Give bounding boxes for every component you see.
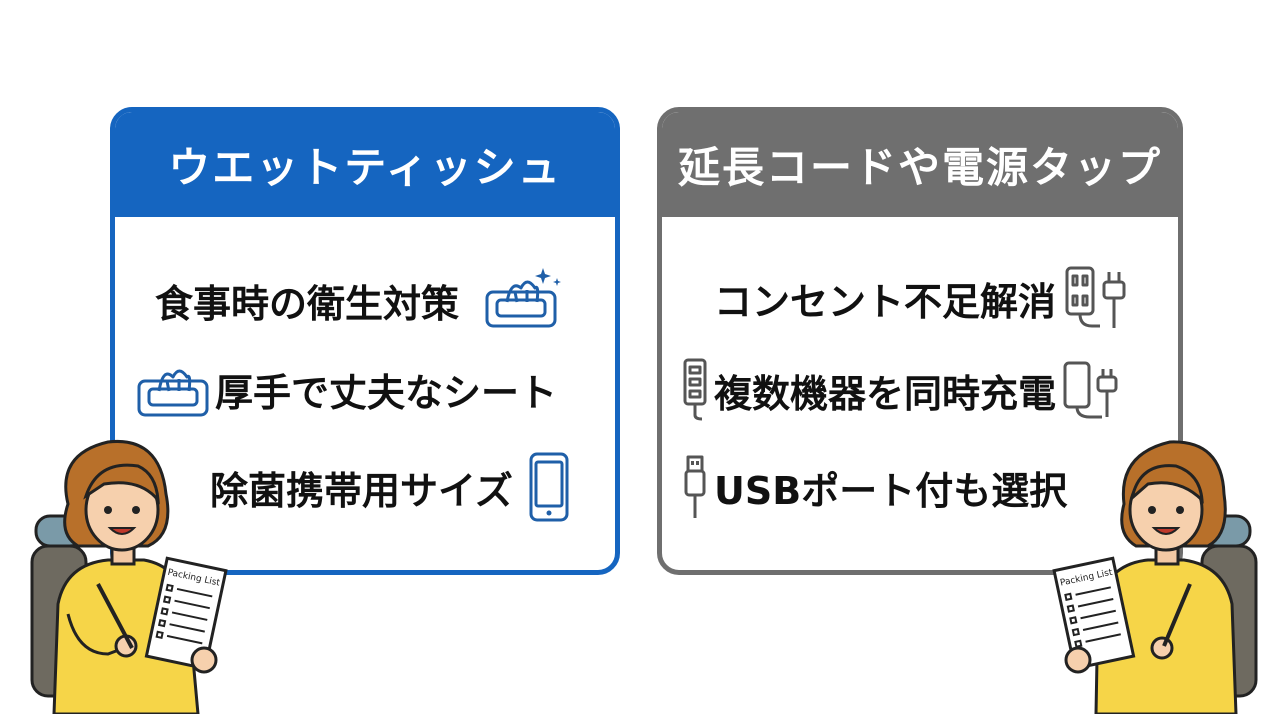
- traveler-illustration-left: Packing List: [30, 439, 228, 714]
- extension-cord-card: 延長コードや電源タップ コンセント不足解消: [657, 107, 1183, 575]
- list-item: コンセント不足解消: [714, 264, 1130, 332]
- list-item-text: 厚手で丈夫なシート: [215, 370, 558, 415]
- wet-tissue-card-title: ウエットティッシュ: [115, 112, 615, 217]
- power-outlet-plug-icon: [1065, 266, 1126, 328]
- power-strip-icon: [683, 358, 707, 421]
- wet-wipes-sparkle-icon: [485, 268, 562, 328]
- list-item-text: USBポート付も選択: [714, 468, 1068, 513]
- list-item: 食事時の衛生対策: [155, 262, 567, 338]
- traveler-illustration-right: Packing List: [1052, 440, 1258, 714]
- list-item-text: 複数機器を同時充電: [714, 371, 1057, 416]
- list-item: USBポート付も選択: [682, 454, 1067, 520]
- list-item: 除菌携帯用サイズ: [210, 450, 573, 524]
- extension-cord-card-title: 延長コードや電源タップ: [662, 112, 1178, 217]
- list-item: 複数機器を同時充電: [682, 357, 1122, 423]
- list-item: 厚手で丈夫なシート: [135, 357, 557, 421]
- power-strip-phone-icon: [1063, 361, 1118, 419]
- wet-tissue-card: ウエットティッシュ 食事時の衛生対策 厚手で丈夫なシート: [110, 107, 620, 575]
- list-item-text: 食事時の衛生対策: [155, 281, 460, 326]
- smartphone-icon: [529, 452, 569, 522]
- list-item-text: 除菌携帯用サイズ: [210, 468, 513, 513]
- usb-plug-icon: [684, 455, 706, 518]
- list-item-text: コンセント不足解消: [714, 279, 1057, 324]
- wet-wipes-icon: [137, 369, 209, 417]
